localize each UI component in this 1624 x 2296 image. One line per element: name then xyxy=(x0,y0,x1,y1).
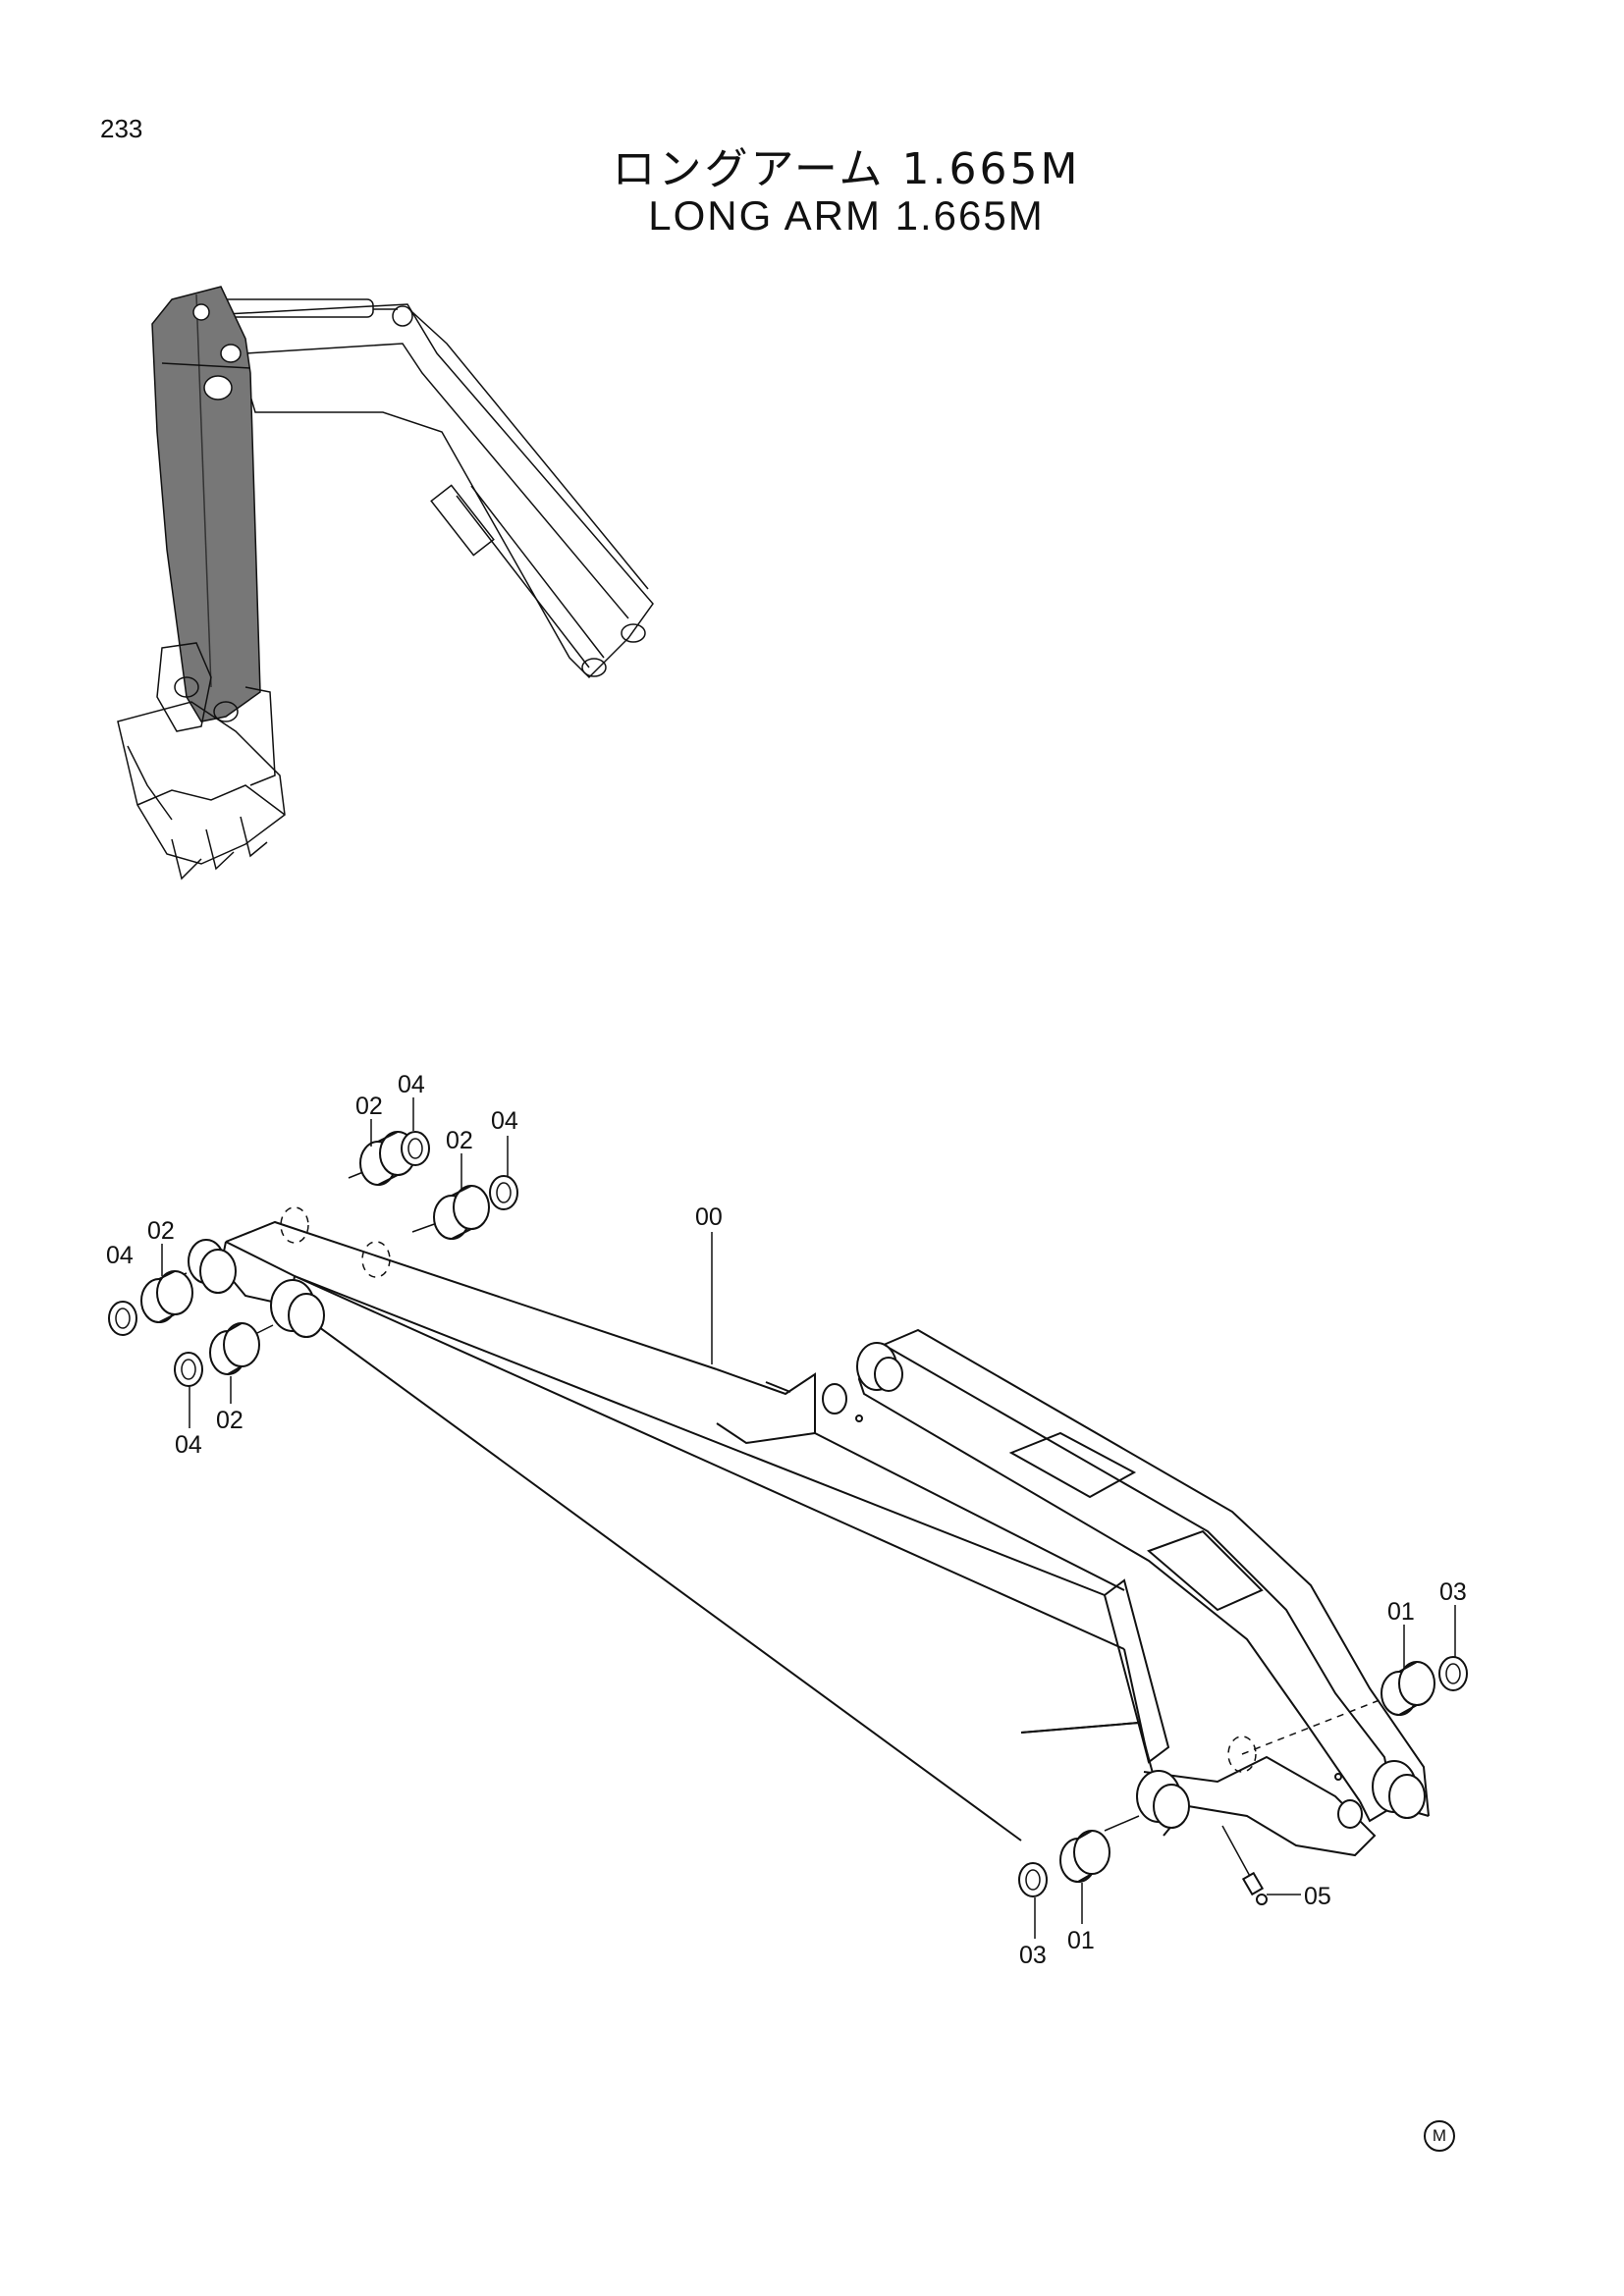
callout-leaders xyxy=(161,1097,1456,1939)
bushings-and-shims xyxy=(108,1131,1468,1905)
callout-04-lower-left: 04 xyxy=(175,1431,202,1459)
arm-assembly-illustration xyxy=(188,1206,1430,1857)
callout-05: 05 xyxy=(1304,1883,1331,1910)
callout-04-top-left: 04 xyxy=(398,1071,425,1098)
title-english: LONG ARM 1.665M xyxy=(648,192,1045,239)
callout-03-right: 03 xyxy=(1439,1578,1467,1606)
callout-02-lower-left: 02 xyxy=(216,1407,244,1434)
corner-mark: M xyxy=(1424,2120,1455,2152)
callout-01-right: 01 xyxy=(1387,1598,1415,1626)
callout-labels: 00 02 04 02 04 02 04 02 04 01 03 01 03 0… xyxy=(106,1071,1467,1969)
callout-02-top-right: 02 xyxy=(446,1127,473,1154)
callout-00: 00 xyxy=(695,1203,723,1231)
callout-04-left: 04 xyxy=(106,1242,134,1269)
excavator-overview-illustration xyxy=(117,286,654,881)
callout-01-bottom: 01 xyxy=(1067,1927,1095,1954)
page-number: 233 xyxy=(100,114,143,143)
callout-02-top-left: 02 xyxy=(355,1093,383,1120)
callout-04-top-right: 04 xyxy=(491,1107,518,1135)
title-japanese: ロングアーム 1.665M xyxy=(612,144,1081,194)
callout-02-left: 02 xyxy=(147,1217,175,1245)
callout-03-bottom: 03 xyxy=(1019,1942,1047,1969)
